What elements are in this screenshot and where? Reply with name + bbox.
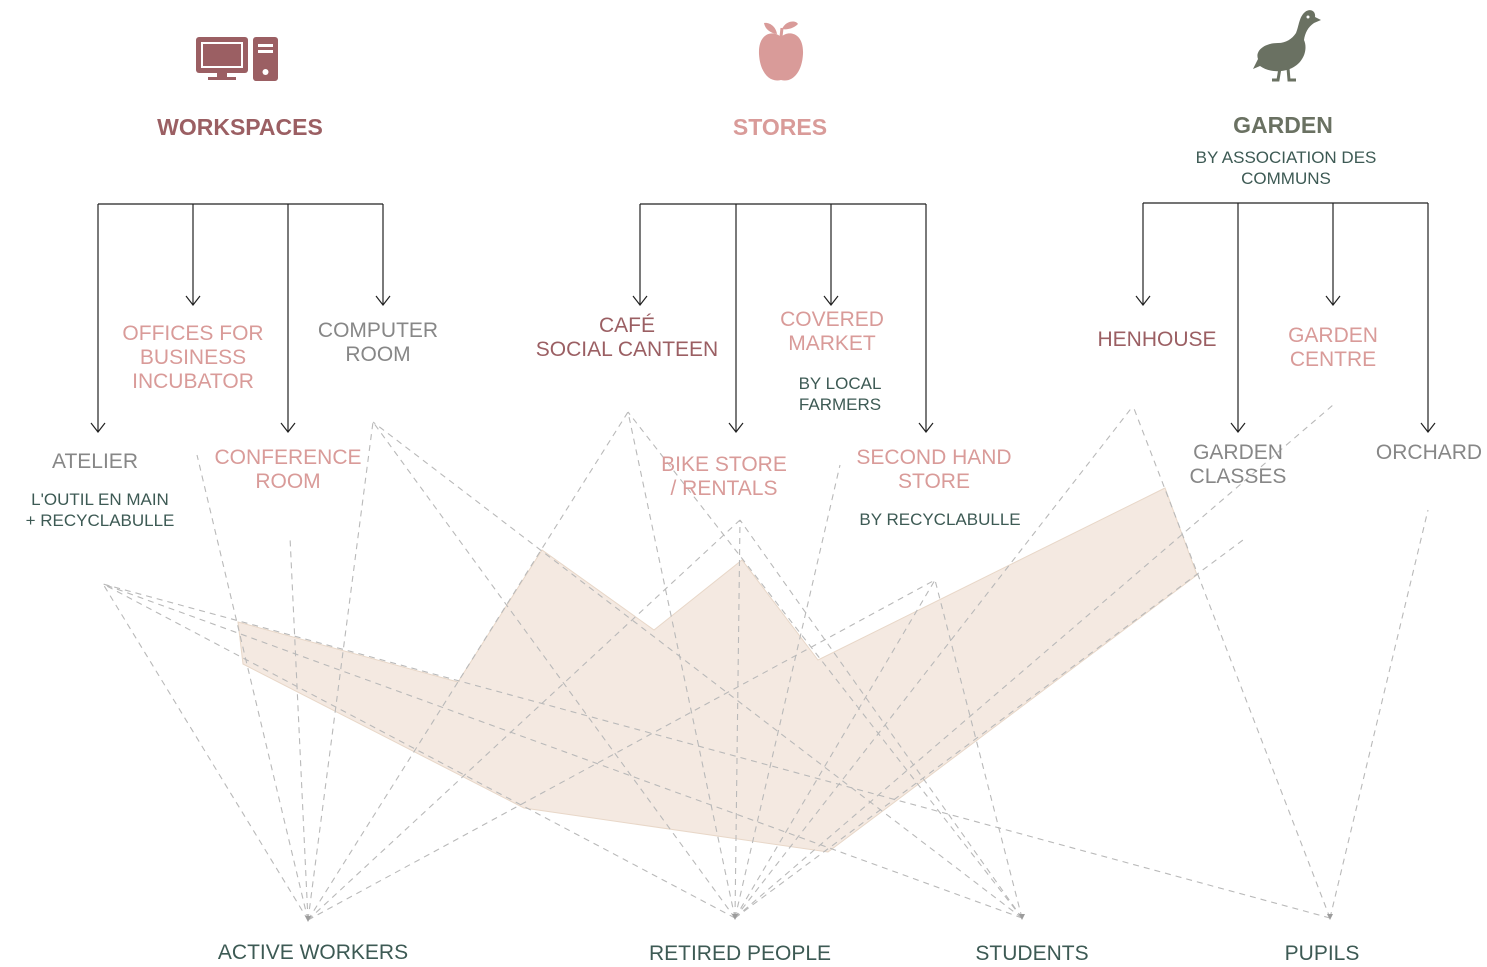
arrow-head <box>1135 295 1151 306</box>
garden-centre-line-2: CENTRE <box>1289 348 1377 371</box>
connection-retired-henhouse <box>734 405 1134 919</box>
computer-room-line-1: COMPUTER <box>317 319 439 342</box>
connection-students-second <box>934 579 1023 919</box>
connection-students-bike <box>739 519 1023 919</box>
garden-title: GARDEN <box>1233 112 1333 138</box>
user-node-marker <box>305 916 311 922</box>
category-trees <box>90 202 1436 433</box>
garden-centre-line-1: GARDEN <box>1288 324 1378 347</box>
user-connection-lines <box>102 404 1429 922</box>
second-hand-store-label: SECOND HAND STORE <box>844 446 1024 494</box>
arrow-head <box>1420 422 1436 433</box>
active-workers-label: ACTIVE WORKERS <box>217 941 409 964</box>
arrow-head <box>918 422 934 433</box>
bike-store-label: BIKE STORE / RENTALS <box>644 453 804 501</box>
covered-market-label: COVERED MARKET <box>762 308 902 356</box>
arrow-head <box>1325 295 1341 306</box>
offices-line-1: OFFICES FOR <box>122 322 264 345</box>
connection-workers-offices <box>196 454 309 921</box>
pupils-label: PUPILS <box>1284 942 1360 965</box>
garden-tree <box>1135 202 1436 433</box>
offices-line-3: INCUBATOR <box>132 370 254 393</box>
connection-pupils-atelier <box>102 583 1331 919</box>
user-node-marker <box>1019 914 1025 920</box>
connection-workers-conference <box>289 536 309 921</box>
arrow-head <box>280 422 296 433</box>
computer-room-line-2: ROOM <box>345 343 411 366</box>
covered-market-operator-line-1: BY LOCAL <box>798 374 882 393</box>
atelier-operator: L'OUTIL EN MAIN + RECYCLABULLE <box>10 489 190 531</box>
arrow-head <box>1230 422 1246 433</box>
cafe-label: CAFÉ SOCIAL CANTEEN <box>527 314 727 362</box>
arrow-head <box>90 422 106 433</box>
second-hand-store-line-2: STORE <box>898 470 970 493</box>
category-icons <box>196 10 1321 82</box>
garden-classes-line-2: CLASSES <box>1189 465 1287 488</box>
connection-pupils-orchard <box>1329 509 1429 919</box>
atelier-operator-line-1: L'OUTIL EN MAIN <box>31 490 169 509</box>
connection-retired-computer <box>372 421 736 919</box>
garden-operator-line-1: BY ASSOCIATION DES <box>1195 148 1377 167</box>
second-hand-store-line-1: SECOND HAND <box>856 446 1012 469</box>
connection-students-cafe <box>627 411 1023 919</box>
connection-students-computer <box>372 421 1023 919</box>
workspaces-title: WORKSPACES <box>157 114 323 140</box>
conference-room-line-1: CONFERENCE <box>214 446 362 469</box>
conference-room-label: CONFERENCE ROOM <box>203 446 373 494</box>
computer-room-label: COMPUTER ROOM <box>298 319 458 367</box>
duck-icon <box>1253 10 1321 82</box>
cafe-line-2: SOCIAL CANTEEN <box>535 338 719 361</box>
offices-label: OFFICES FOR BUSINESS INCUBATOR <box>98 322 288 394</box>
garden-operator-line-2: COMMUNS <box>1241 169 1331 188</box>
garden-centre-label: GARDEN CENTRE <box>1268 324 1398 372</box>
computer-icon <box>196 37 278 81</box>
atelier-operator-line-2: + RECYCLABULLE <box>25 511 175 530</box>
shaded-overlap-area <box>237 487 1198 853</box>
apple-icon <box>758 21 804 81</box>
garden-classes-line-1: GARDEN <box>1193 441 1283 464</box>
connection-workers-computer <box>307 421 374 921</box>
covered-market-line-1: COVERED <box>780 308 884 331</box>
stores-title: STORES <box>732 114 828 140</box>
connection-workers-cafe <box>307 411 629 921</box>
workspaces-tree <box>90 203 391 433</box>
henhouse-label: HENHOUSE <box>1097 328 1217 351</box>
user-node-marker <box>1327 914 1333 920</box>
stores-tree <box>632 203 934 433</box>
bike-store-line-1: BIKE STORE <box>661 453 787 476</box>
covered-market-line-2: MARKET <box>788 332 876 355</box>
connection-retired-atelier <box>102 583 736 919</box>
shaded-overlap-polygon <box>237 487 1198 853</box>
connection-workers-second <box>307 579 936 921</box>
covered-market-operator: BY LOCAL FARMERS <box>770 373 910 415</box>
arrow-head <box>632 295 648 306</box>
connection-pupils-henhouse <box>1132 405 1331 919</box>
arrow-head <box>185 295 201 306</box>
user-node-marker <box>732 914 738 920</box>
second-hand-store-operator: BY RECYCLABULLE <box>859 510 1021 529</box>
orchard-label: ORCHARD <box>1375 441 1483 464</box>
students-label: STUDENTS <box>975 942 1089 965</box>
covered-market-operator-line-2: FARMERS <box>798 395 882 414</box>
connection-students-atelier <box>102 583 1023 919</box>
arrow-head <box>375 295 391 306</box>
atelier-label: ATELIER <box>52 450 138 473</box>
conference-room-line-2: ROOM <box>255 470 321 493</box>
connection-retired-bike <box>734 519 741 919</box>
connection-retired-cafe <box>627 411 736 919</box>
bike-store-line-2: / RENTALS <box>670 477 778 500</box>
garden-operator: BY ASSOCIATION DES COMMUNS <box>1166 147 1406 189</box>
offices-line-2: BUSINESS <box>139 346 247 369</box>
arrow-head <box>823 295 839 306</box>
garden-classes-label: GARDEN CLASSES <box>1173 441 1303 489</box>
retired-people-label: RETIRED PEOPLE <box>648 942 832 965</box>
cafe-line-1: CAFÉ <box>598 314 655 337</box>
arrow-head <box>728 422 744 433</box>
connection-retired-market <box>734 464 841 919</box>
